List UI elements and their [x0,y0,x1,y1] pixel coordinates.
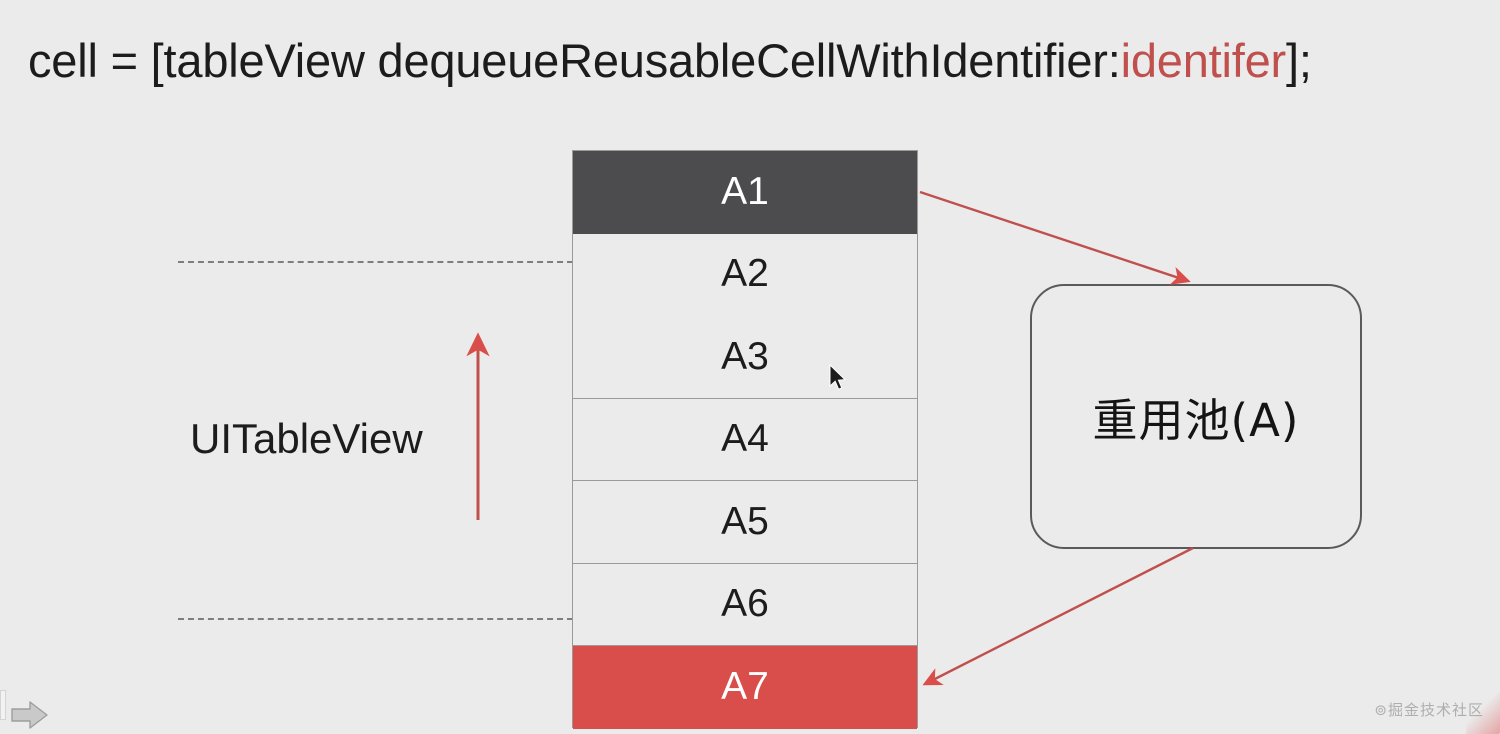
next-slide-arrow-icon[interactable] [8,698,52,732]
uitableview-table: A1 A2 A3 A4 A5 A6 A7 [572,150,918,729]
table-cell-a4[interactable]: A4 [573,398,917,481]
slide-edge-marker [0,690,6,720]
visible-area-top-guide [178,261,573,263]
watermark-text: ⊚掘金技术社区 [1374,701,1484,719]
code-line-prefix: cell = [tableView dequeueReusableCellWit… [28,34,1121,87]
watermark-corner-decoration [1466,692,1500,734]
arrow-pool-to-cell [922,546,1194,686]
table-cell-a2[interactable]: A2 [573,233,917,316]
code-line-identifier: identifer [1120,34,1287,87]
reuse-pool-label: 重用池(A) [1092,394,1300,447]
table-cell-a5[interactable]: A5 [573,481,917,564]
mouse-cursor-icon [829,364,847,390]
code-line: cell = [tableView dequeueReusableCellWit… [28,30,1312,92]
code-line-suffix: ]; [1286,34,1312,87]
arrow-cell-to-pool [919,190,1191,285]
table-cell-a1[interactable]: A1 [573,151,917,234]
visible-area-bottom-guide [178,618,573,620]
uitableview-label: UITableView [190,415,423,462]
table-cell-a6[interactable]: A6 [573,563,917,646]
reuse-pool-box: 重用池(A) [1030,284,1362,549]
table-cell-a7[interactable]: A7 [573,646,917,729]
table-cell-a3[interactable]: A3 [573,316,917,399]
